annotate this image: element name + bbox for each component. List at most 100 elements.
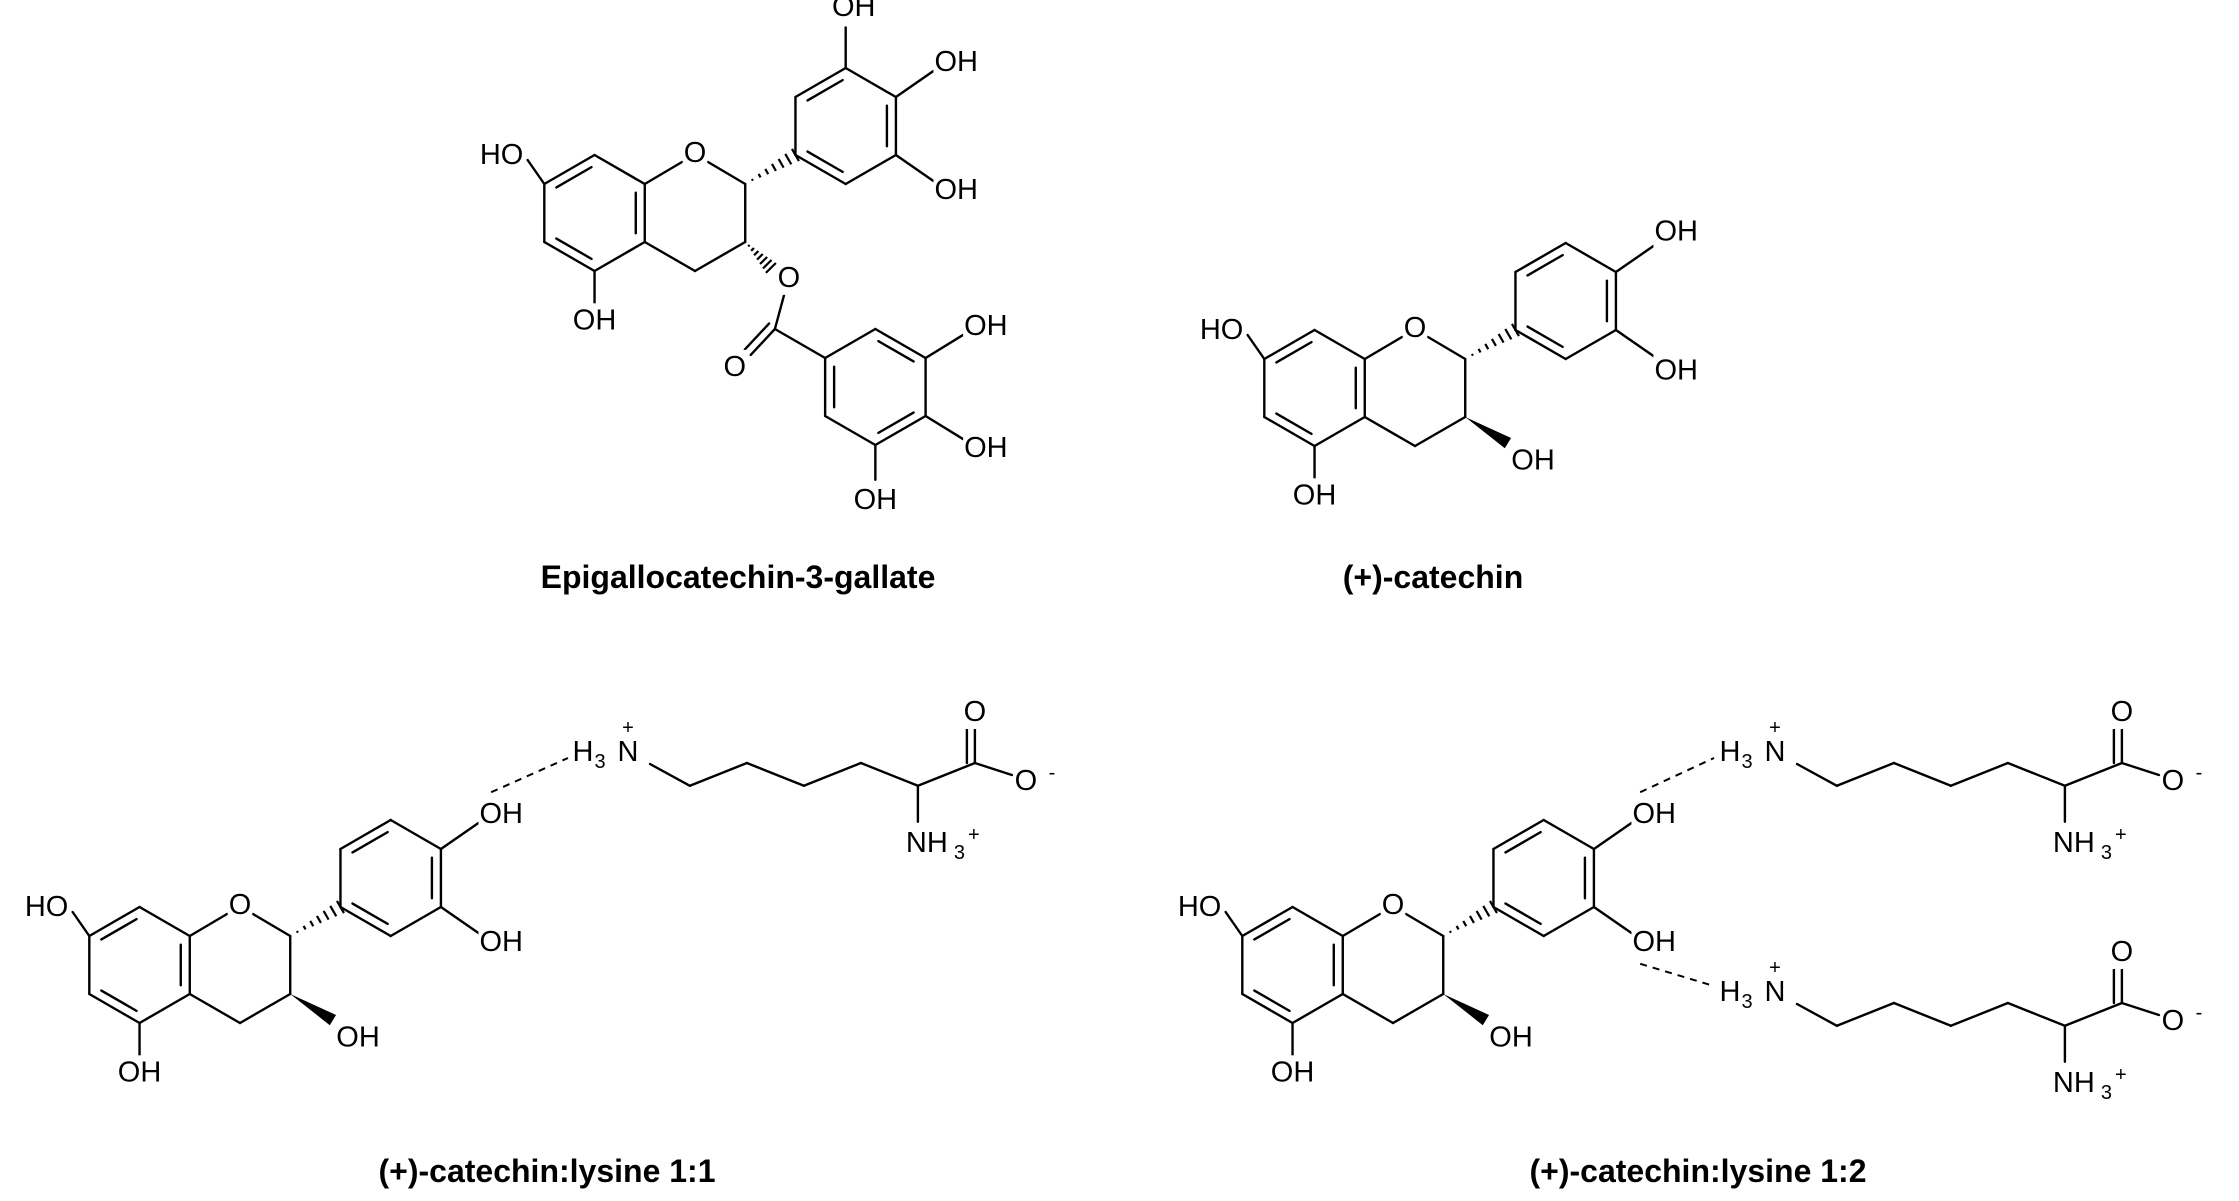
wedge-bond [1443,994,1490,1026]
caption-catechin-lysine-1-2: (+)-catechin:lysine 1:2 [1530,1153,1867,1189]
single-bond [2120,1001,2161,1017]
double-bond [874,327,927,360]
single-bond [138,905,191,938]
hydroxyl-label: HO [1200,314,1244,346]
double-bond-inner [555,237,593,261]
single-bond [1835,1001,1896,1027]
single-bond [1835,761,1896,787]
label-background [1740,990,1754,1014]
single-bond [1892,1001,1953,1027]
single-bond [823,327,877,360]
label-background [2114,1062,2128,1087]
label-background [2051,825,2096,860]
hashed-wedge-bond [1470,323,1520,357]
single-bond [188,912,229,938]
hydrogen-bond [1639,757,1715,794]
label-background [963,430,1009,465]
double-bond [749,327,777,357]
single-bond [1363,335,1404,361]
minus-charge: - [2196,1002,2203,1024]
oxygen-label: O [1015,765,1038,797]
label-background [2051,1065,2096,1100]
hydrogen-bond [1639,962,1715,987]
subscript-3: 3 [954,842,965,864]
plus-charge: + [968,824,980,846]
plus-charge: + [622,717,634,739]
single-bond [238,992,292,1025]
label-background [571,303,618,338]
single-bond [593,240,646,273]
minus-charge: - [1049,762,1056,784]
label-background [2194,1001,2204,1026]
single-bond [973,761,1014,777]
double-bond [1241,905,1294,938]
label-background [1653,214,1699,249]
label-background [1176,890,1223,924]
single-bond [1291,992,1344,1025]
single-bond [188,992,242,1025]
single-bond [1426,335,1467,361]
double-bond [1514,241,1567,274]
double-bond [339,905,392,938]
single-bond [1224,910,1244,938]
single-bond [844,66,898,99]
oxygen-label: O [2111,696,2134,728]
label-background [1718,975,1742,1009]
double-bond [1492,818,1545,851]
single-bond [439,905,480,935]
single-bond [2063,1001,2124,1027]
double-bond [339,818,392,851]
single-bond [802,761,863,787]
hydroxyl-label: OH [1654,355,1698,387]
hydroxyl-label: OH [336,1022,380,1054]
plus-charge: + [1769,717,1781,739]
single-bond [688,761,749,787]
double-bond [794,66,847,99]
double-bond-inner [806,150,844,174]
label-background [933,45,979,80]
label-background [1198,313,1245,347]
single-bond [823,414,877,447]
minus-charge: - [2196,762,2203,784]
label-background [1653,353,1699,388]
carbonyl-oxygen-label: O [723,351,746,383]
single-bond [1341,912,1382,938]
subscript-3: 3 [2101,1082,2112,1104]
hydroxyl-label: OH [934,46,978,78]
caption-egcg: Epigallocatechin-3-gallate [541,559,936,595]
label-background [967,822,981,847]
single-bond [2006,761,2067,787]
ring-oxygen-label: O [684,137,707,169]
single-bond [1592,821,1633,851]
single-bond [894,69,935,99]
double-bond [88,905,141,938]
double-bond-inner [1526,253,1564,277]
ammonium-label: H [573,736,594,768]
oxygen-label: O [964,696,987,728]
label-background [1510,443,1556,478]
hydroxyl-label: OH [479,926,523,958]
single-bond [1542,818,1596,851]
ammonium-label: H [1720,976,1741,1008]
double-bond-inner [877,411,915,435]
double-bond-inner [1253,989,1291,1013]
single-bond [773,290,787,331]
bonds-layer [71,26,2161,1063]
label-background [2114,822,2128,847]
plus-charge: + [2115,1064,2127,1086]
caption-catechin-lysine-1-1: (+)-catechin:lysine 1:1 [379,1153,716,1189]
label-background [2109,695,2135,730]
label-background [830,0,877,25]
single-bond [924,414,965,441]
label-background [776,260,802,295]
double-bond-inner [877,339,915,363]
single-bond [1413,415,1467,448]
label-background [963,309,1009,344]
label-background [1763,975,1787,1009]
single-bond [1614,328,1655,358]
label-background [227,888,253,922]
single-bond [439,821,480,851]
single-bond [593,153,646,186]
label-background [1013,764,1039,799]
